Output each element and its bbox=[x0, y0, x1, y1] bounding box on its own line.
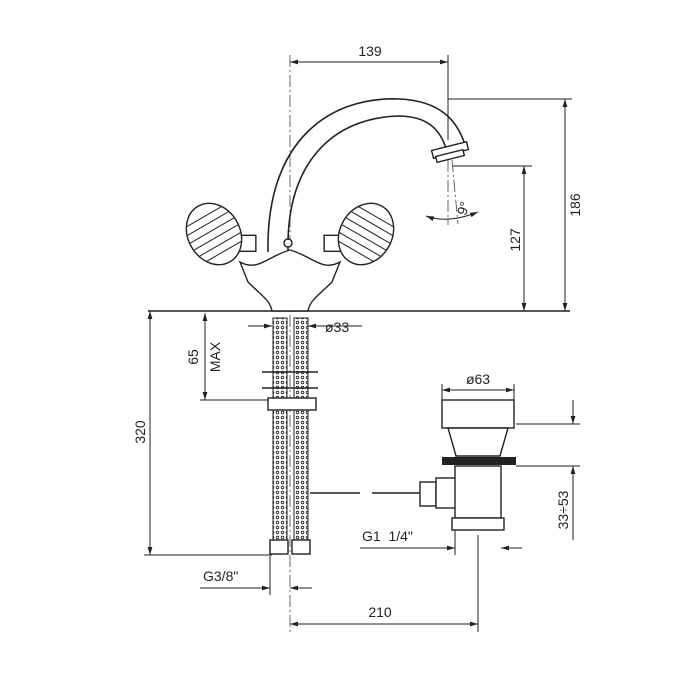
lift-rod-knob bbox=[283, 238, 293, 248]
dim-hose-thread: G3/8" bbox=[203, 568, 238, 584]
right-handle bbox=[323, 202, 395, 266]
dim-max-label: MAX bbox=[207, 341, 223, 372]
faucet-body bbox=[238, 249, 342, 312]
dim-waste-thread: G1 1/4" bbox=[362, 528, 413, 544]
spout bbox=[267, 98, 470, 253]
pop-up-waste bbox=[310, 399, 516, 531]
dim-waste-offset: 210 bbox=[368, 604, 392, 620]
dim-total-height: 186 bbox=[567, 193, 583, 217]
dim-shank-diameter: ø33 bbox=[325, 319, 349, 335]
dim-hose-length: 320 bbox=[132, 420, 148, 444]
left-handle bbox=[185, 202, 257, 266]
dim-waste-adjust: 33÷53 bbox=[555, 490, 571, 529]
dim-spout-height: 127 bbox=[507, 228, 523, 252]
dim-max-thickness: 65 bbox=[185, 349, 201, 365]
dim-spout-angle: 9° bbox=[453, 199, 473, 217]
supply-hoses bbox=[262, 317, 318, 555]
dim-spout-reach: 139 bbox=[358, 43, 382, 59]
dim-waste-diameter: ø63 bbox=[466, 371, 490, 387]
